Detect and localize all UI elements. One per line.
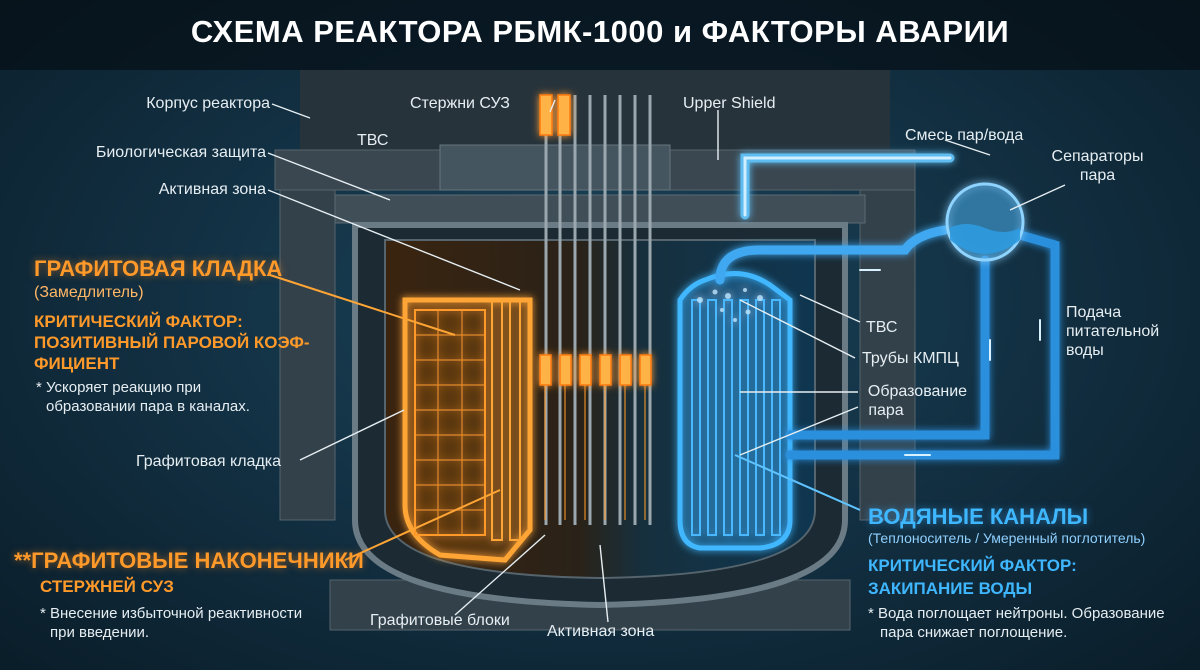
graphite-stack [402,297,533,563]
graphite-note-2: образовании пара в каналах. [46,398,250,415]
water-channels [677,271,793,551]
graphite-critical-1: КРИТИЧЕСКИЙ ФАКТОР: [34,312,243,331]
water-critical-1: КРИТИЧЕСКИЙ ФАКТОР: [868,556,1077,575]
water-heading: ВОДЯНЫЕ КАНАЛЫ [868,504,1089,529]
tips-heading: **ГРАФИТОВЫЕ НАКОНЕЧНИКИ [14,548,364,573]
label-feedwater-1: Подача [1066,304,1122,321]
graphite-note-1: * Ускоряет реакцию при [36,379,202,396]
label-kmpc-pipes: Трубы КМПЦ [862,350,959,367]
label-steam-formation-2: пара [868,402,904,419]
label-feedwater-3: воды [1066,342,1104,359]
label-fuel-assembly-top: ТВС [357,132,389,149]
label-steam-water-mix: Смесь пар/вода [905,127,1024,144]
label-upper-shield: Upper Shield [683,95,776,112]
graphite-subheading: (Замедлитель) [34,284,144,301]
water-note-2: пара снижает поглощение. [880,624,1068,641]
label-separators-2: пара [1079,167,1116,184]
steam-separator [945,182,1025,262]
coolant-loop [715,153,1060,460]
label-feedwater-2: питательной [1066,323,1160,340]
water-critical-2: ЗАКИПАНИЕ ВОДЫ [868,579,1033,598]
control-rods [539,94,652,525]
label-active-zone-bottom: Активная зона [547,623,655,640]
page-title: СХЕМА РЕАКТОРА РБМК-1000 и ФАКТОРЫ АВАРИ… [190,14,1010,49]
water-subheading: (Теплоноситель / Умеренный поглотитель) [868,530,1146,546]
label-reactor-body: Корпус реактора [146,95,270,112]
label-active-zone-top: Активная зона [158,181,266,198]
label-control-rods: Стержни СУЗ [410,95,510,112]
title-bar [0,0,1200,70]
label-steam-formation-1: Образование [867,383,968,400]
blue-pointers [734,454,861,511]
leader-lines [267,99,1066,623]
label-separators-1: Сепараторы [1051,148,1144,165]
graphite-critical-3: ФИЦИЕНТ [34,354,120,373]
label-bio-shield: Биологическая защита [95,144,266,161]
label-graphite-blocks: Графитовые блоки [370,612,510,629]
orange-pointers [269,274,501,561]
graphite-heading: ГРАФИТОВАЯ КЛАДКА [34,256,283,281]
graphite-critical-2: ПОЗИТИВНЫЙ ПАРОВОЙ КОЭФ- [34,333,310,352]
tips-subheading: СТЕРЖНЕЙ СУЗ [40,577,174,596]
water-note-1: * Вода поглощает нейтроны. Образование [868,605,1165,622]
tips-note-1: * Внесение избыточной реактивности [40,605,303,622]
label-fuel-assembly-right: ТВС [866,319,898,336]
label-graphite-stack-mid: Графитовая кладка [136,453,282,470]
tips-note-2: при введении. [50,624,150,641]
